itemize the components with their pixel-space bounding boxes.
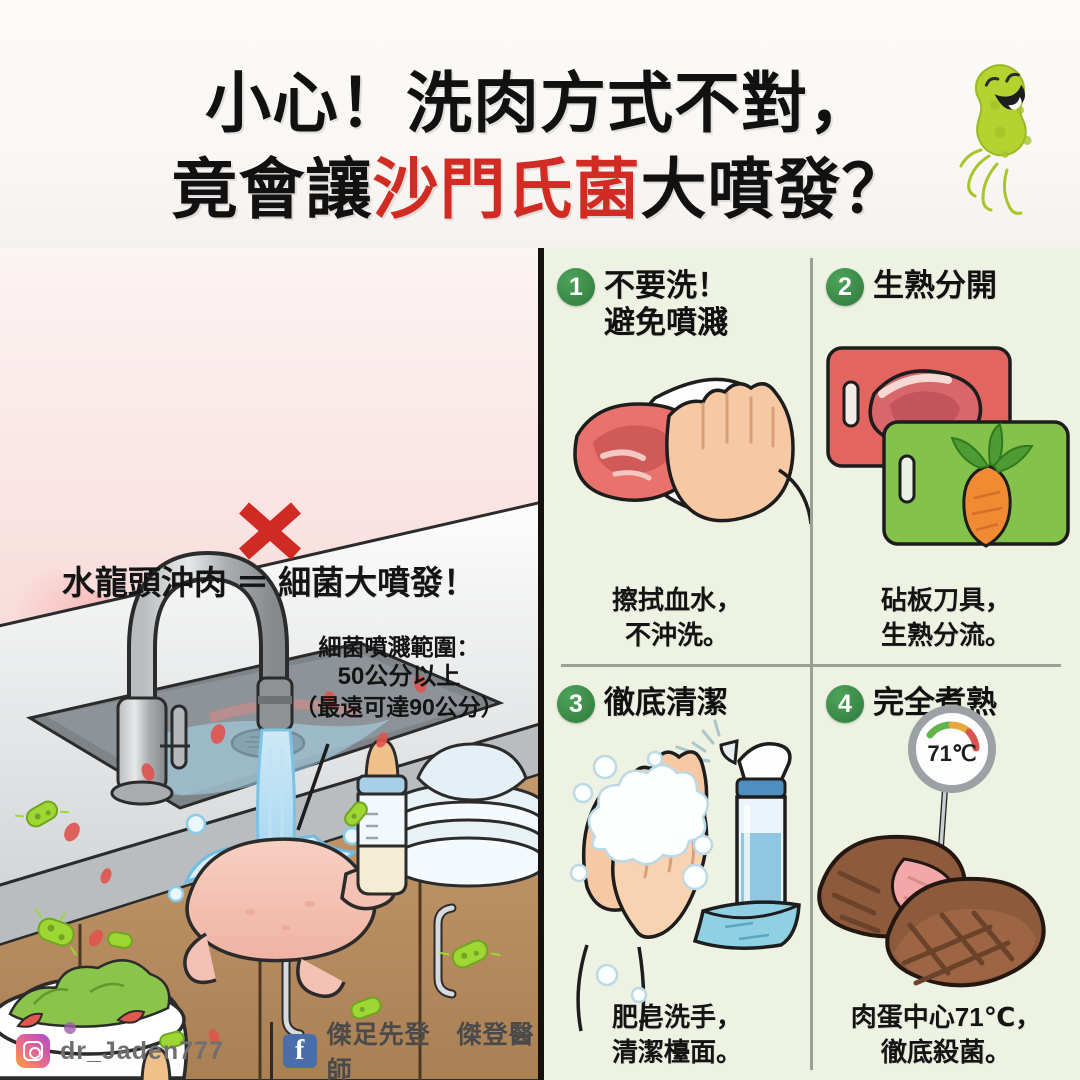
quadrant-3-header: 3 徹底清潔 — [557, 685, 807, 723]
title-line-2: 竟會讓沙門氏菌大噴發？ — [0, 136, 1080, 232]
quadrant-4-number-badge: 4 — [826, 685, 864, 723]
right-panel-good-practices: 1 不要洗！ 避免噴濺 — [543, 248, 1080, 1080]
range-note-line-2: 50公分以上 — [337, 663, 461, 691]
quadrant-2-caption: 砧板刀具， 生熟分流。 — [880, 585, 1011, 650]
title-band: 小心！洗肉方式不對， 竟會讓沙門氏菌大噴發？ — [0, 0, 1080, 248]
red-x-icon — [239, 502, 301, 560]
left-panel-bad-practice: 水龍頭沖肉 ＝ 細菌大噴發！ 細菌噴濺範圍： 50公分以上 （最遠可達90公分） — [0, 248, 543, 1080]
facebook-icon[interactable]: f — [282, 1034, 317, 1068]
range-note-line-1: 細菌噴濺範圍： — [318, 634, 480, 660]
thermometer-reading: 71℃ — [927, 741, 976, 766]
quadrant-3-caption: 肥皂洗手， 清潔檯面。 — [611, 1002, 742, 1067]
left-headline: 水龍頭沖肉 ＝ 細菌大噴發！ — [61, 564, 477, 601]
quadrant-3-number-badge: 3 — [557, 685, 595, 723]
quadrant-1-header: 1 不要洗！ 避免噴濺 — [557, 268, 807, 341]
bacteria-spray-range-note: 細菌噴濺範圍： 50公分以上 （最遠可達90公分） — [268, 633, 530, 723]
quadrant-4-cook-thoroughly: 4 完全煮熟 71℃ — [812, 665, 1080, 1080]
quadrant-2-header: 2 生熟分開 — [826, 268, 1076, 306]
quadrant-2-title: 生熟分開 — [873, 268, 997, 303]
instagram-icon[interactable] — [16, 1034, 50, 1068]
kitchen-sink-scene — [0, 500, 543, 1080]
facebook-page-name[interactable]: 傑足先登 傑登醫師 — [326, 1021, 535, 1080]
social-footer: dr_Jaden777 f 傑足先登 傑登醫師 — [0, 1021, 543, 1080]
quadrant-vertical-divider — [810, 258, 813, 1070]
quadrant-2-number-badge: 2 — [826, 268, 864, 306]
title-highlight-salmonella: 沙門氏菌 — [372, 152, 641, 226]
quadrant-1-caption: 擦拭血水， 不沖洗。 — [611, 585, 742, 650]
quadrant-1-number-badge: 1 — [557, 268, 595, 306]
quadrant-1-title: 不要洗！ 避免噴濺 — [604, 268, 728, 340]
quadrant-4-title: 完全煮熟 — [873, 685, 997, 720]
footer-separator — [269, 1022, 273, 1080]
quadrant-3-thorough-cleaning: 3 徹底清潔 — [543, 665, 811, 1080]
instagram-handle[interactable]: dr_Jaden777 — [60, 1036, 224, 1065]
range-note-line-3: （最遠可達90公分） — [294, 694, 504, 721]
salmonella-mascot-icon — [959, 64, 1032, 215]
title-line-2-suffix: 大噴發？ — [640, 152, 909, 226]
quadrant-4-header: 4 完全煮熟 — [826, 685, 1076, 723]
quadrant-4-caption: 肉蛋中心71℃， 徹底殺菌。 — [850, 1002, 1042, 1067]
panel-divider — [538, 248, 544, 1080]
quadrant-1-do-not-wash: 1 不要洗！ 避免噴濺 — [543, 248, 811, 664]
quadrant-2-separate-raw-cooked: 2 生熟分開 — [812, 248, 1080, 664]
title-line-1: 小心！洗肉方式不對， — [205, 66, 875, 140]
quadrant-3-title: 徹底清潔 — [604, 685, 728, 720]
title-line-2-prefix: 竟會讓 — [171, 152, 373, 226]
